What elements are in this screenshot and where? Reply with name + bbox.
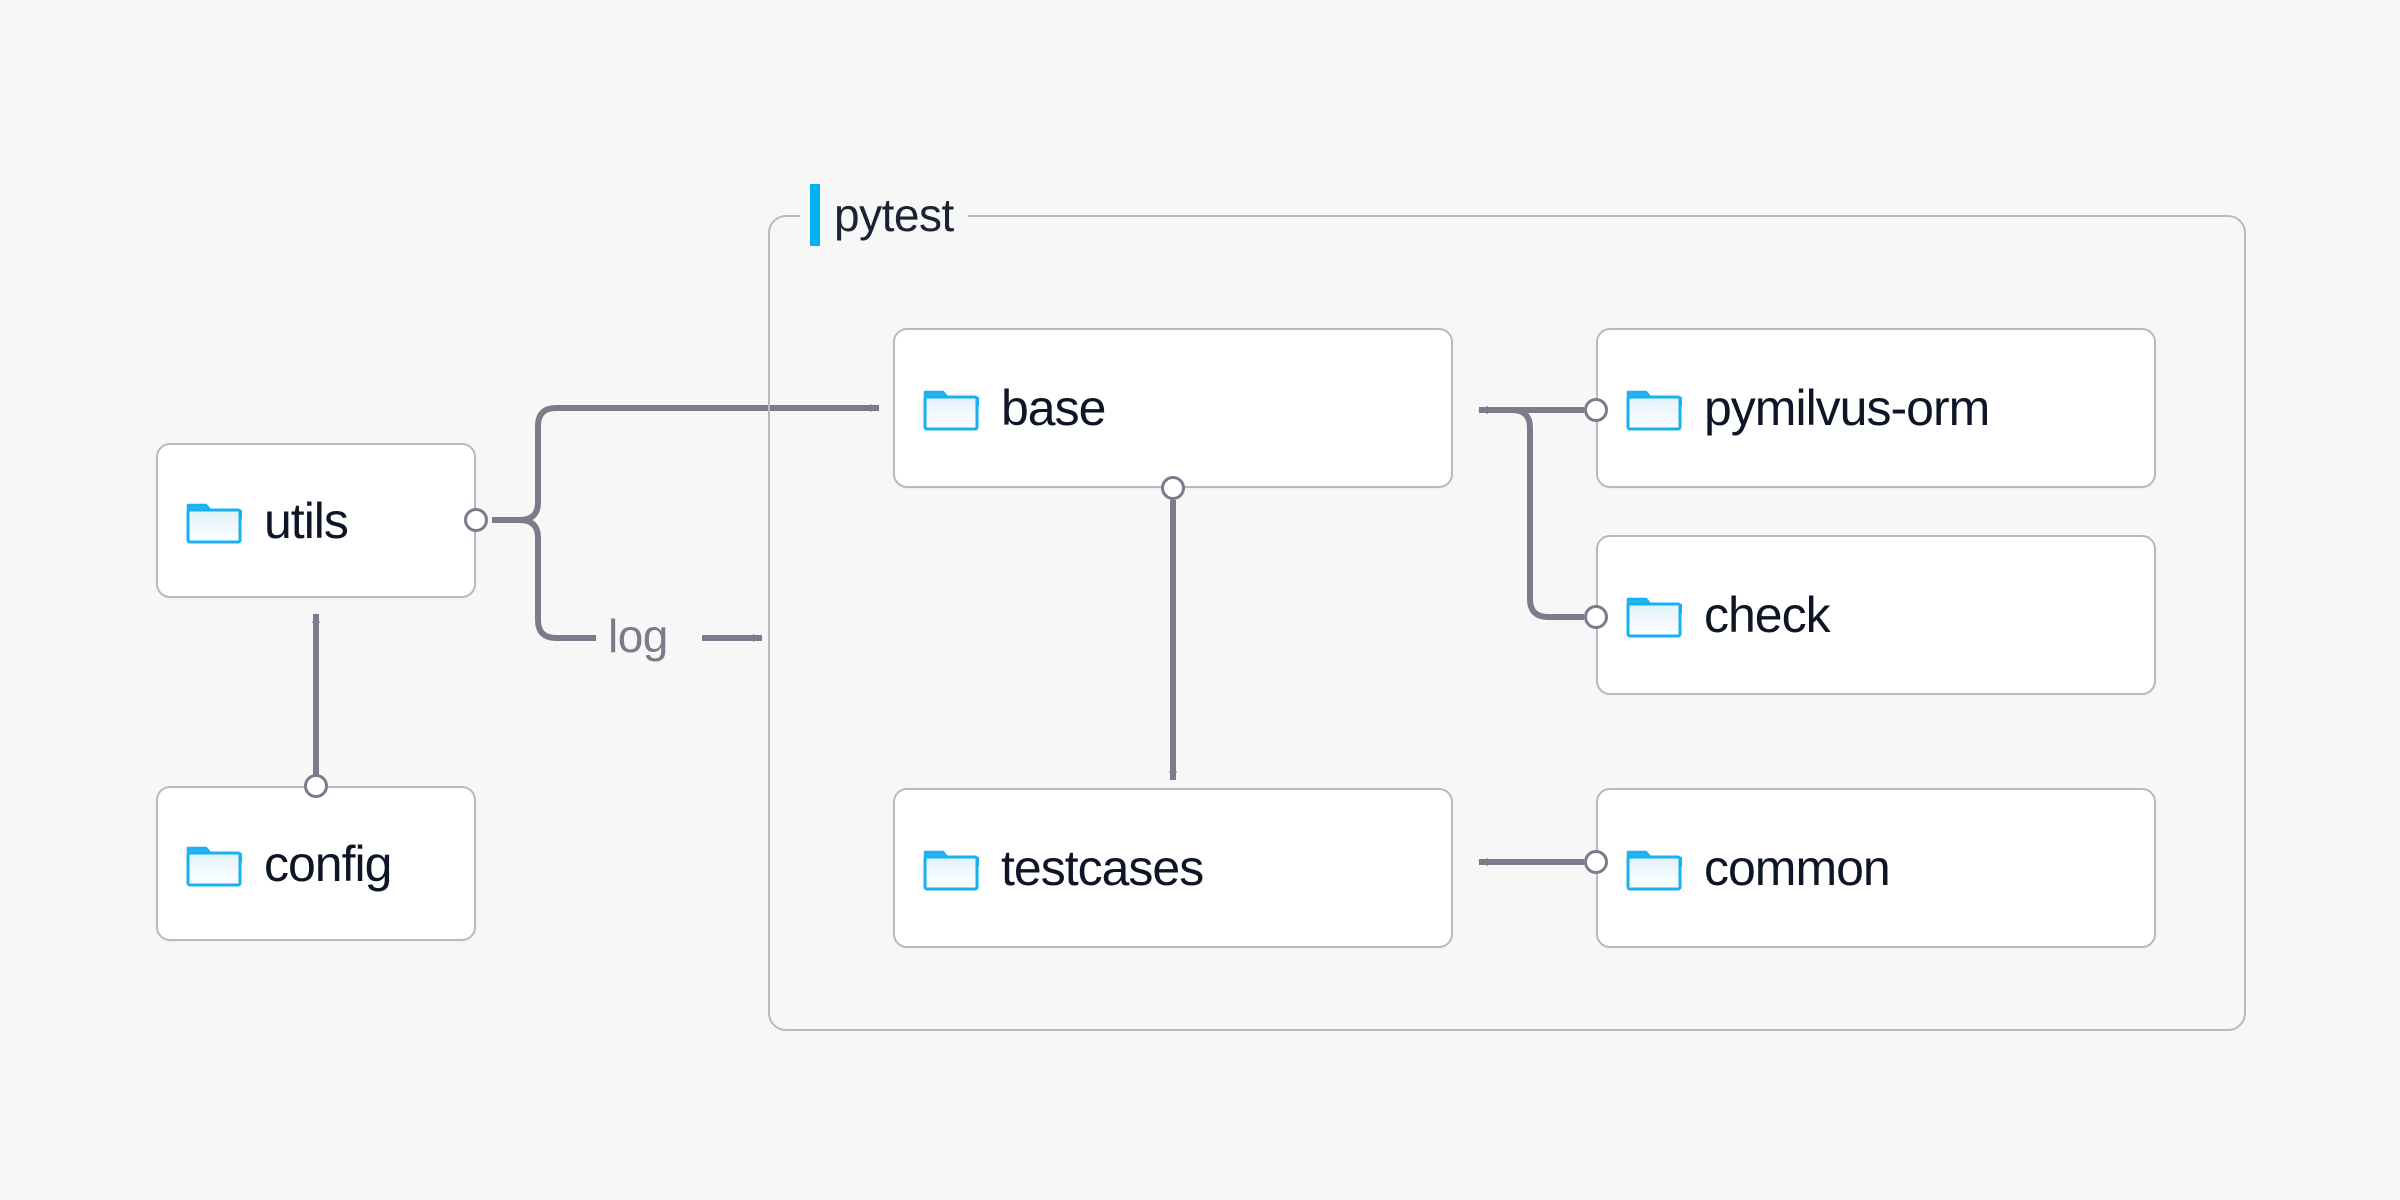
- node-testcases-label: testcases: [1001, 840, 1204, 896]
- folder-icon: [923, 850, 979, 891]
- handle-common-left[interactable]: [1584, 850, 1608, 874]
- group-pytest-label: pytest: [800, 184, 968, 246]
- folder-icon: [923, 390, 979, 431]
- node-pymilvus-orm-label: pymilvus-orm: [1704, 380, 1990, 436]
- node-base[interactable]: base: [893, 328, 1453, 488]
- handle-pymilvus-orm-left[interactable]: [1584, 398, 1608, 422]
- folder-icon: [1626, 597, 1682, 638]
- folder-icon: [1626, 850, 1682, 891]
- handle-base-bottom[interactable]: [1161, 476, 1185, 500]
- edge-label-log: log: [600, 613, 676, 659]
- folder-icon: [186, 503, 242, 543]
- node-config-label: config: [264, 835, 392, 892]
- node-base-label: base: [1001, 380, 1106, 436]
- node-common[interactable]: common: [1596, 788, 2156, 948]
- folder-icon: [186, 846, 242, 886]
- handle-utils-right[interactable]: [464, 508, 488, 532]
- node-check[interactable]: check: [1596, 535, 2156, 695]
- group-title-text: pytest: [834, 189, 954, 241]
- group-accent-bar: [810, 184, 820, 246]
- folder-icon: [1626, 390, 1682, 431]
- edge-utils-to-log: [492, 517, 596, 641]
- node-config[interactable]: config: [156, 786, 476, 941]
- group-pytest[interactable]: [768, 215, 2246, 1031]
- node-utils[interactable]: utils: [156, 443, 476, 598]
- node-pymilvus-orm[interactable]: pymilvus-orm: [1596, 328, 2156, 488]
- node-testcases[interactable]: testcases: [893, 788, 1453, 948]
- node-check-label: check: [1704, 587, 1831, 643]
- node-utils-label: utils: [264, 492, 349, 549]
- handle-check-left[interactable]: [1584, 605, 1608, 629]
- node-common-label: common: [1704, 840, 1891, 896]
- handle-config-top[interactable]: [304, 774, 328, 798]
